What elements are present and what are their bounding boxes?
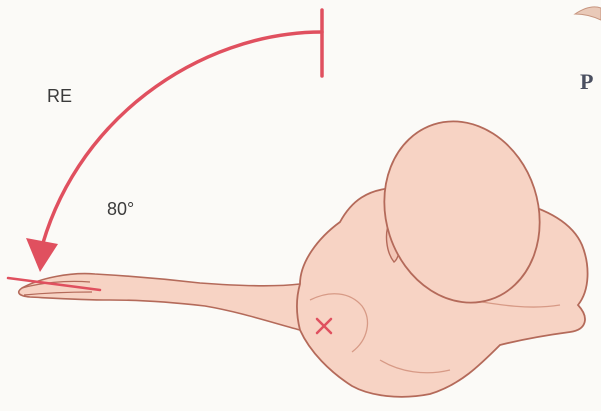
cropped-edge-letter: P <box>580 69 593 95</box>
cropped-shape-top-right <box>575 7 601 20</box>
motion-label: RE <box>47 86 72 107</box>
arc-arrowhead <box>26 238 58 272</box>
angle-label: 80° <box>107 199 134 220</box>
rotation-arc <box>38 32 322 262</box>
